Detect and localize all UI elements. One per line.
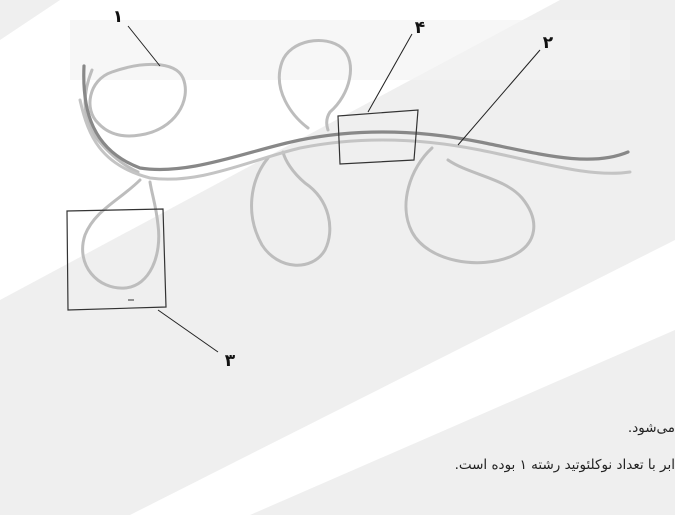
text-line-2: ابر با تعداد نوکلئوتید رشته ۱ بوده است. [455,457,675,473]
text-line-1: می‌شود. [628,420,675,436]
label-three: ۳ [225,351,236,371]
label-two: ۲ [543,33,554,53]
label-four: ۴ [415,18,425,38]
strand-one-tail [85,70,138,172]
label-one: ۱ [113,7,123,27]
